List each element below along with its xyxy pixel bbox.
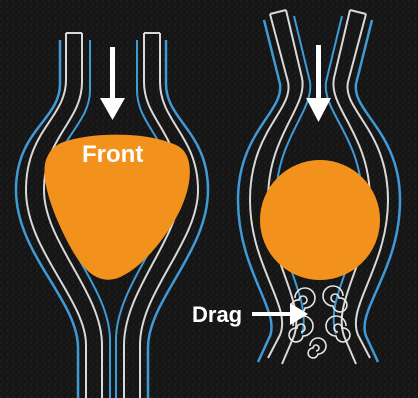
drag-label: Drag bbox=[192, 302, 242, 328]
circle-object bbox=[260, 160, 380, 280]
front-label: Front bbox=[82, 141, 143, 169]
